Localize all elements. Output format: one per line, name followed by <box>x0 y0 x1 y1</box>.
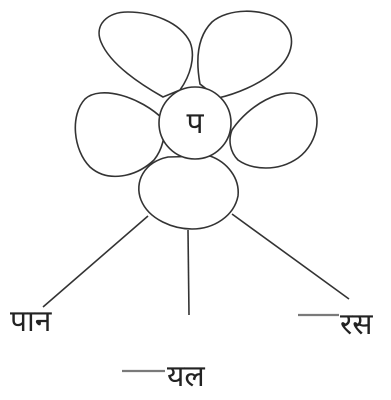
petal-top-right <box>198 11 292 98</box>
petal-right <box>230 93 317 168</box>
word-right: रस <box>340 307 373 342</box>
stem-left <box>43 216 148 307</box>
word-middle: यल <box>167 359 205 394</box>
stem-middle <box>188 230 189 315</box>
petal-top-left <box>99 12 192 97</box>
word-left: पान <box>10 304 53 339</box>
petal-bottom <box>139 156 238 229</box>
center-letter: प <box>186 106 204 141</box>
stem-right <box>232 214 349 299</box>
